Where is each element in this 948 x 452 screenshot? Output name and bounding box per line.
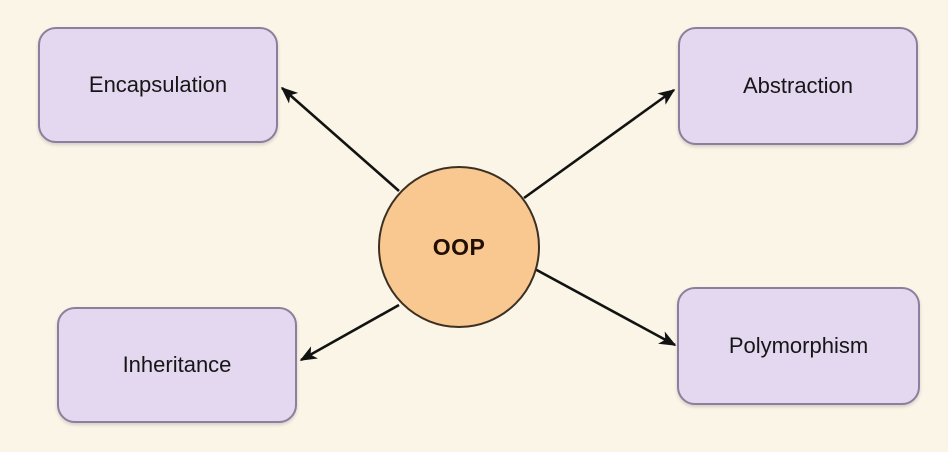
edge-oop-to-inheritance (299, 303, 400, 362)
node-abstraction: Abstraction (678, 27, 918, 145)
edge-oop-to-encapsulation (280, 87, 400, 192)
node-encapsulation-label: Encapsulation (88, 72, 228, 97)
node-oop-label: OOP (432, 233, 486, 260)
edge-oop-to-polymorphism (532, 266, 677, 347)
node-inheritance: Inheritance (57, 307, 297, 423)
edge-oop-to-abstraction (523, 88, 676, 200)
node-polymorphism-label: Polymorphism (728, 333, 869, 358)
node-abstraction-label: Abstraction (742, 73, 854, 98)
node-inheritance-label: Inheritance (122, 352, 232, 377)
node-polymorphism: Polymorphism (677, 287, 920, 405)
node-oop-center: OOP (378, 166, 540, 328)
node-encapsulation: Encapsulation (38, 27, 278, 143)
